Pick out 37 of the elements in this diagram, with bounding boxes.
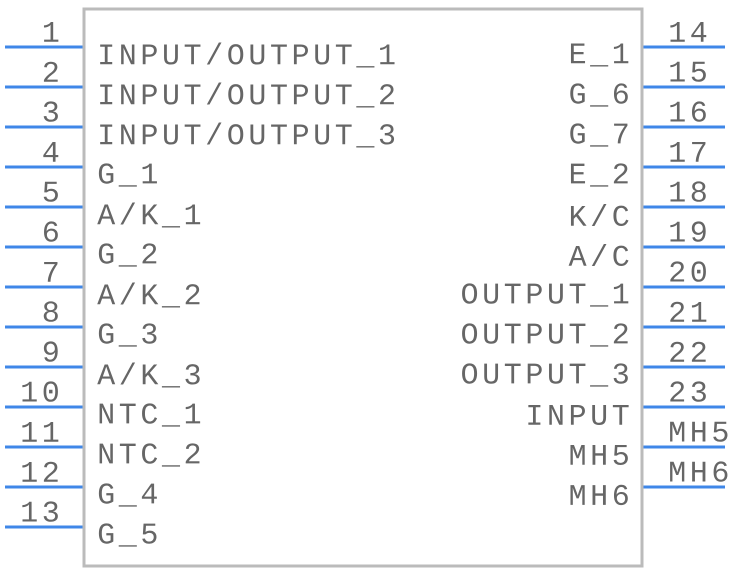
pin-name: G_2: [98, 243, 156, 267]
pin-number: 23: [670, 381, 706, 402]
pin-name: INPUT/OUTPUT_3: [100, 122, 394, 148]
pin-number: 16: [670, 101, 706, 122]
pin-number: 18: [670, 181, 706, 202]
pin-name: INPUT: [528, 404, 629, 426]
pin-name: OUTPUT_2: [462, 323, 628, 347]
pin-name: INPUT/OUTPUT_2: [100, 82, 394, 108]
pin-number: 20: [670, 261, 706, 282]
pin-name: G_3: [98, 323, 156, 347]
pin-name: A/K_1: [97, 202, 200, 228]
pin-name: G_7: [570, 123, 628, 147]
pin-name: A/K_3: [97, 362, 200, 388]
pin-name: G_6: [570, 83, 628, 107]
pin-number: MH5: [670, 422, 728, 442]
pin-number: 14: [670, 22, 706, 42]
pin-number: 17: [670, 142, 706, 162]
pin-number: 15: [670, 62, 706, 82]
pin-name: MH6: [570, 484, 628, 506]
pin-name: NTC_2: [100, 443, 200, 467]
pin-number: 22: [670, 342, 706, 362]
pin-name: NTC_1: [100, 403, 200, 427]
pin-number: MH6: [670, 461, 728, 482]
pin-name: OUTPUT_1: [462, 283, 628, 307]
pin-name: K/C: [570, 204, 628, 226]
pin-number: 19: [670, 221, 706, 242]
pin-name: A/K_2: [97, 282, 200, 308]
pin-name: E_2: [570, 163, 628, 187]
pin-name: G_1: [98, 163, 157, 187]
pin-name: INPUT/OUTPUT_1: [100, 42, 395, 68]
pin-name: E_1: [570, 44, 628, 66]
pin-number: 21: [670, 302, 706, 322]
pin-name: OUTPUT_3: [462, 363, 628, 387]
pin-name: A/C: [568, 244, 628, 266]
pin-name: MH5: [570, 444, 628, 466]
pin-name: G_5: [98, 523, 156, 547]
pin-name: G_4: [98, 483, 157, 507]
